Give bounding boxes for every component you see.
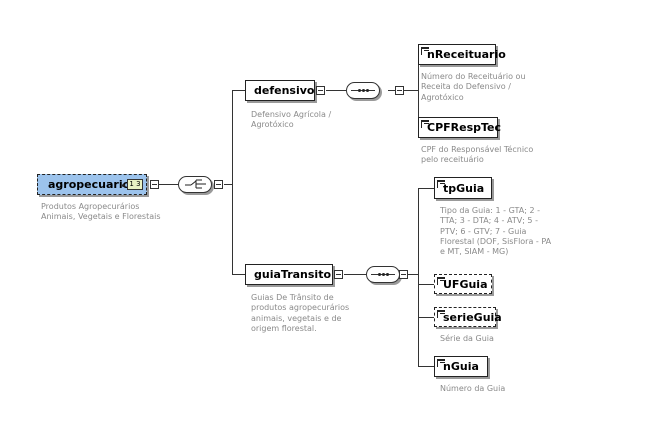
element-corner-icon bbox=[421, 120, 429, 128]
element-label: CPFRespTec bbox=[427, 121, 502, 134]
root-element-label: agropecuario bbox=[48, 178, 131, 191]
collapse-sequence-icon[interactable] bbox=[395, 86, 404, 95]
nReceituario-description: Número do Receituário ou Receita do Defe… bbox=[421, 72, 526, 102]
collapse-root-icon[interactable] bbox=[150, 180, 159, 189]
guiaTransito-description: Guias De Trânsito de produtos agropecurá… bbox=[251, 293, 350, 333]
branch-node-guiaTransito[interactable]: guiaTransito bbox=[245, 264, 333, 285]
element-node-serieGuia[interactable]: serieGuia bbox=[434, 307, 502, 327]
branch-node-defensivo[interactable]: defensivo bbox=[245, 80, 315, 101]
element-corner-icon bbox=[437, 180, 445, 188]
element-corner-icon bbox=[437, 310, 445, 318]
root-description: Produtos Agropecurários Animais, Vegetai… bbox=[41, 202, 161, 222]
element-node-nGuia[interactable]: nGuia bbox=[434, 356, 488, 377]
nGuia-description: Número da Guia bbox=[440, 384, 506, 393]
collapse-choice-icon[interactable] bbox=[214, 180, 223, 189]
attributes-badge: 1 3 bbox=[127, 179, 143, 190]
collapse-defensivo-icon[interactable] bbox=[316, 86, 325, 95]
element-corner-icon bbox=[437, 277, 445, 285]
serieGuia-description: Série da Guia bbox=[440, 334, 494, 343]
collapse-guiaTransito-icon[interactable] bbox=[334, 270, 343, 279]
element-label: nReceituario bbox=[427, 48, 506, 61]
branch-label: defensivo bbox=[254, 84, 315, 97]
element-node-tpGuia[interactable]: tpGuia bbox=[434, 177, 492, 199]
element-node-CPFRespTec[interactable]: CPFRespTec bbox=[418, 117, 502, 138]
CPFRespTec-description: CPF do Responsável Técnico pelo receituá… bbox=[421, 145, 534, 165]
root-element-node[interactable]: agropecuario 1 3 bbox=[37, 174, 147, 195]
element-corner-icon bbox=[437, 359, 445, 367]
element-label: UFGuia bbox=[443, 277, 488, 291]
element-node-nReceituario[interactable]: nReceituario bbox=[418, 44, 506, 65]
branch-label: guiaTransito bbox=[254, 268, 332, 281]
element-label: serieGuia bbox=[443, 310, 502, 324]
defensivo-description: Defensivo Agrícola / Agrotóxico bbox=[251, 110, 332, 130]
element-corner-icon bbox=[421, 47, 429, 55]
choice-compositor-icon[interactable] bbox=[178, 176, 212, 193]
collapse-sequence-icon[interactable] bbox=[399, 270, 408, 279]
element-node-UFGuia[interactable]: UFGuia bbox=[434, 274, 492, 294]
element-label: tpGuia bbox=[443, 181, 485, 195]
sequence-compositor-icon[interactable] bbox=[366, 266, 400, 283]
connector-dot-icon bbox=[122, 184, 125, 187]
sequence-compositor-icon[interactable] bbox=[346, 82, 380, 99]
tpGuia-description: Tipo da Guia: 1 - GTA; 2 - TTA; 3 - DTA;… bbox=[440, 206, 552, 257]
element-label: nGuia bbox=[443, 360, 479, 373]
